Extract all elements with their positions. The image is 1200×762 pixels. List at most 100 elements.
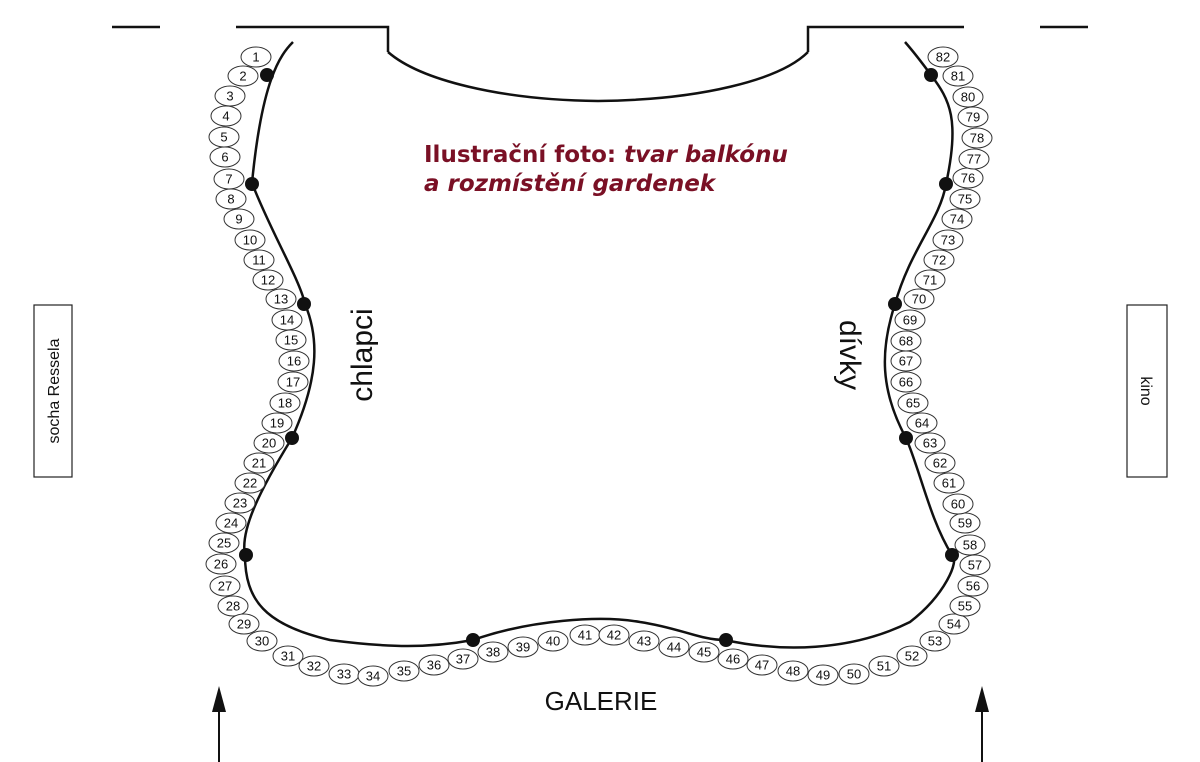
seat-number: 81 [951, 69, 965, 84]
seat-oval [298, 655, 330, 677]
seat-oval [209, 575, 241, 597]
seat-75: 75 [949, 188, 981, 210]
seat-13: 13 [265, 288, 297, 310]
seat-oval [894, 309, 926, 331]
seat-oval [658, 636, 690, 658]
seat-78: 78 [961, 127, 993, 149]
seat-number: 4 [222, 109, 229, 124]
seat-number: 1 [252, 50, 259, 65]
seat-16: 16 [278, 350, 310, 372]
seat-25: 25 [208, 532, 240, 554]
seat-number: 74 [950, 212, 964, 227]
seat-number: 14 [280, 313, 294, 328]
seat-60: 60 [942, 493, 974, 515]
seat-oval [243, 452, 275, 474]
seat-oval [933, 472, 965, 494]
seat-number: 27 [218, 579, 232, 594]
seat-65: 65 [897, 392, 929, 414]
seat-number: 13 [274, 292, 288, 307]
seat-number: 35 [397, 664, 411, 679]
seat-oval [927, 46, 959, 68]
seat-21: 21 [243, 452, 275, 474]
seat-80: 80 [952, 86, 984, 108]
seat-62: 62 [924, 452, 956, 474]
seat-oval [949, 595, 981, 617]
seat-26: 26 [205, 553, 237, 575]
seat-10: 10 [234, 229, 266, 251]
seat-81: 81 [942, 65, 974, 87]
seat-oval [278, 350, 310, 372]
seat-3: 3 [214, 85, 246, 107]
seat-number: 77 [967, 152, 981, 167]
seat-number: 25 [217, 536, 231, 551]
seat-oval [890, 371, 922, 393]
wall-segment-center-right [806, 25, 964, 52]
seat-number: 52 [905, 649, 919, 664]
top-wall [112, 25, 1088, 103]
seat-number: 57 [968, 558, 982, 573]
seat-20: 20 [253, 432, 285, 454]
up-arrow-left [212, 686, 226, 762]
seat-number: 44 [667, 640, 681, 655]
seat-number: 2 [239, 69, 246, 84]
seat-oval [223, 208, 255, 230]
seat-55: 55 [949, 595, 981, 617]
up-arrow-right [975, 686, 989, 762]
seat-oval [958, 148, 990, 170]
seat-oval [914, 269, 946, 291]
girls-label: dívky [833, 320, 866, 390]
seat-number: 80 [961, 90, 975, 105]
seat-5: 5 [208, 126, 240, 148]
seat-number: 54 [947, 617, 961, 632]
seat-number: 33 [337, 667, 351, 682]
seat-number: 82 [936, 50, 950, 65]
seat-number: 28 [226, 599, 240, 614]
support-post [245, 177, 259, 191]
seat-32: 32 [298, 655, 330, 677]
boys-label: chlapci [346, 308, 379, 401]
seat-number: 47 [755, 658, 769, 673]
seat-69: 69 [894, 309, 926, 331]
seat-46: 46 [717, 648, 749, 670]
seat-oval [628, 630, 660, 652]
seat-49: 49 [807, 664, 839, 686]
seat-number: 43 [637, 634, 651, 649]
seat-oval [688, 641, 720, 663]
seat-51: 51 [868, 655, 900, 677]
seat-oval [253, 432, 285, 454]
seat-oval [272, 645, 304, 667]
seat-oval [938, 613, 970, 635]
seat-oval [919, 630, 951, 652]
seat-number: 50 [847, 667, 861, 682]
seat-68: 68 [890, 330, 922, 352]
seat-number: 26 [214, 557, 228, 572]
seat-oval [240, 46, 272, 68]
seat-number: 68 [899, 334, 913, 349]
seat-number: 69 [903, 313, 917, 328]
seat-56: 56 [957, 575, 989, 597]
seat-number: 20 [262, 436, 276, 451]
support-post [297, 297, 311, 311]
seat-oval [215, 188, 247, 210]
seat-30: 30 [246, 630, 278, 652]
stage-arc [387, 51, 809, 103]
seat-34: 34 [357, 665, 389, 687]
support-post [945, 548, 959, 562]
gallery-label: GALERIE [545, 686, 658, 716]
seat-11: 11 [243, 249, 275, 271]
seat-number: 79 [966, 110, 980, 125]
seat-79: 79 [957, 106, 989, 128]
seat-oval [914, 432, 946, 454]
seat-number: 65 [906, 396, 920, 411]
seat-oval [234, 472, 266, 494]
seat-57: 57 [959, 554, 991, 576]
seat-oval [217, 595, 249, 617]
seat-oval [418, 654, 450, 676]
seat-number: 37 [456, 652, 470, 667]
seat-50: 50 [838, 663, 870, 685]
seat-number: 9 [235, 212, 242, 227]
seat-oval [906, 412, 938, 434]
seat-67: 67 [890, 350, 922, 372]
seat-38: 38 [477, 641, 509, 663]
